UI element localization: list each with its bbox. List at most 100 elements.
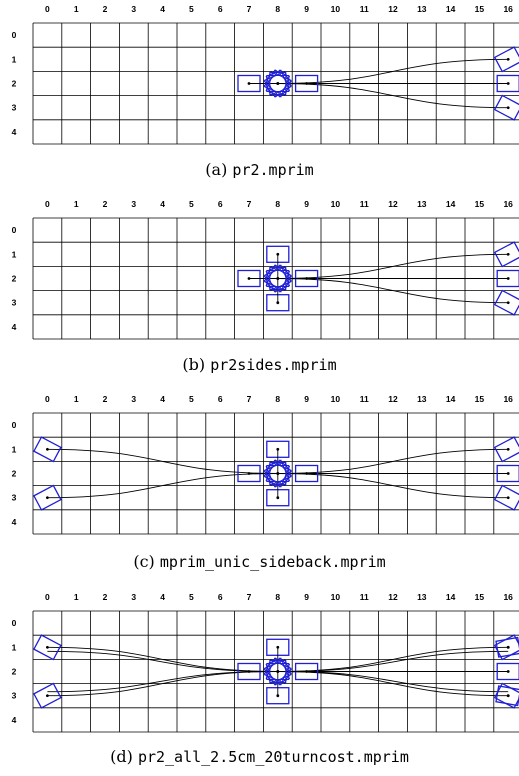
x-tick-label: 4 bbox=[160, 592, 165, 602]
x-tick-label: 7 bbox=[247, 4, 252, 14]
backward-end-box-outline bbox=[33, 484, 62, 511]
y-tick-label: 4 bbox=[12, 715, 17, 725]
caption-b-file: pr2sides.mprim bbox=[210, 356, 337, 374]
backward-trajectory bbox=[47, 448, 278, 474]
x-tick-label: 16 bbox=[503, 592, 513, 602]
forward-end-box bbox=[493, 94, 519, 121]
forward-end-box bbox=[493, 436, 519, 463]
x-tick-label: 3 bbox=[131, 394, 136, 404]
forward-end-box bbox=[496, 464, 519, 483]
x-tick-label: 2 bbox=[103, 394, 108, 404]
forward-end-box-dot bbox=[506, 252, 510, 256]
x-tick-label: 6 bbox=[218, 592, 223, 602]
caption-d-file: pr2_all_2.5cm_20turncost.mprim bbox=[137, 748, 409, 766]
forward-end-box-outline bbox=[493, 436, 519, 463]
turn-in-place-rosette bbox=[263, 69, 292, 98]
forward-end-box bbox=[495, 685, 519, 707]
forward-end-box bbox=[493, 484, 519, 511]
x-tick-label: 12 bbox=[388, 4, 398, 14]
forward-end-box bbox=[496, 74, 519, 93]
caption-c-file: mprim_unic_sideback.mprim bbox=[159, 553, 386, 571]
x-tick-label: 5 bbox=[189, 592, 194, 602]
x-tick-label: 1 bbox=[74, 4, 79, 14]
forward-end-box-outline bbox=[496, 662, 519, 681]
backward-end-box-dot bbox=[46, 496, 49, 500]
x-tick-label: 15 bbox=[475, 4, 485, 14]
x-tick-label: 0 bbox=[45, 4, 50, 14]
backward-end-box-dot bbox=[46, 447, 49, 451]
y-tick-label: 1 bbox=[12, 54, 17, 64]
x-tick-label: 4 bbox=[160, 199, 165, 209]
x-tick-label: 11 bbox=[360, 4, 369, 14]
forward-end-box-dot bbox=[506, 277, 510, 280]
forward-end-box-dot bbox=[506, 301, 510, 305]
x-tick-label: 13 bbox=[417, 199, 427, 209]
x-tick-label: 10 bbox=[331, 592, 341, 602]
x-tick-label: 4 bbox=[160, 394, 165, 404]
forward-trajectory bbox=[277, 278, 509, 304]
forward-end-box-outline bbox=[495, 685, 519, 707]
backward-end-box bbox=[33, 634, 62, 661]
x-tick-label: 14 bbox=[446, 394, 456, 404]
backward-end-box-outline bbox=[33, 634, 62, 661]
rotated-footprint bbox=[263, 69, 292, 98]
forward-end-box-outline bbox=[493, 289, 519, 316]
forward-end-box bbox=[493, 241, 519, 268]
forward-end-box-dot bbox=[506, 106, 510, 110]
backward-end-box bbox=[33, 484, 62, 511]
x-tick-label: 15 bbox=[475, 199, 485, 209]
turn-in-place-rosette bbox=[263, 657, 292, 686]
forward-end-box-dot bbox=[506, 57, 510, 61]
rotated-footprint bbox=[263, 461, 292, 486]
forward-end-box bbox=[496, 662, 519, 681]
x-tick-label: 16 bbox=[503, 199, 513, 209]
forward-trajectory bbox=[283, 671, 509, 693]
backward-end-box-dot bbox=[46, 694, 49, 698]
x-tick-label: 9 bbox=[304, 4, 309, 14]
rotated-footprint bbox=[263, 459, 292, 488]
forward-end-box-dot bbox=[506, 670, 510, 673]
x-tick-label: 5 bbox=[189, 4, 194, 14]
x-tick-label: 5 bbox=[189, 394, 194, 404]
backward-end-box-outline bbox=[33, 436, 62, 463]
x-tick-label: 1 bbox=[74, 592, 79, 602]
y-tick-label: 1 bbox=[12, 444, 17, 454]
forward-end-box-dot bbox=[506, 82, 510, 85]
forward-end-box-dot bbox=[506, 472, 510, 475]
forward-end-box-outline bbox=[493, 46, 519, 73]
x-tick-label: 6 bbox=[218, 199, 223, 209]
backward-end-box-dot bbox=[46, 645, 49, 649]
rotated-footprint bbox=[263, 264, 292, 293]
rotated-footprint bbox=[263, 657, 292, 686]
forward-end-box-outline bbox=[493, 484, 519, 511]
x-tick-label: 15 bbox=[475, 592, 485, 602]
forward-end-box bbox=[495, 636, 519, 658]
origin-dot bbox=[276, 670, 280, 673]
x-tick-label: 8 bbox=[275, 199, 280, 209]
x-tick-label: 3 bbox=[131, 199, 136, 209]
x-tick-label: 6 bbox=[218, 4, 223, 14]
forward-trajectory bbox=[277, 253, 509, 279]
y-tick-label: 2 bbox=[12, 667, 17, 677]
y-tick-label: 0 bbox=[12, 30, 17, 40]
caption-a-tag: (a) bbox=[205, 160, 228, 179]
y-tick-label: 1 bbox=[12, 249, 17, 259]
forward-trajectory bbox=[277, 448, 509, 474]
x-tick-label: 4 bbox=[160, 4, 165, 14]
y-tick-label: 3 bbox=[12, 691, 17, 701]
x-tick-label: 14 bbox=[446, 4, 456, 14]
y-tick-label: 4 bbox=[12, 322, 17, 332]
y-tick-label: 3 bbox=[12, 298, 17, 308]
side-box-down-dot bbox=[276, 496, 280, 500]
x-tick-label: 14 bbox=[446, 199, 456, 209]
x-tick-label: 3 bbox=[131, 4, 136, 14]
x-tick-label: 16 bbox=[503, 394, 513, 404]
forward-end-box-dot bbox=[506, 645, 510, 649]
y-tick-label: 2 bbox=[12, 79, 17, 89]
forward-end-box-outline bbox=[493, 241, 519, 268]
